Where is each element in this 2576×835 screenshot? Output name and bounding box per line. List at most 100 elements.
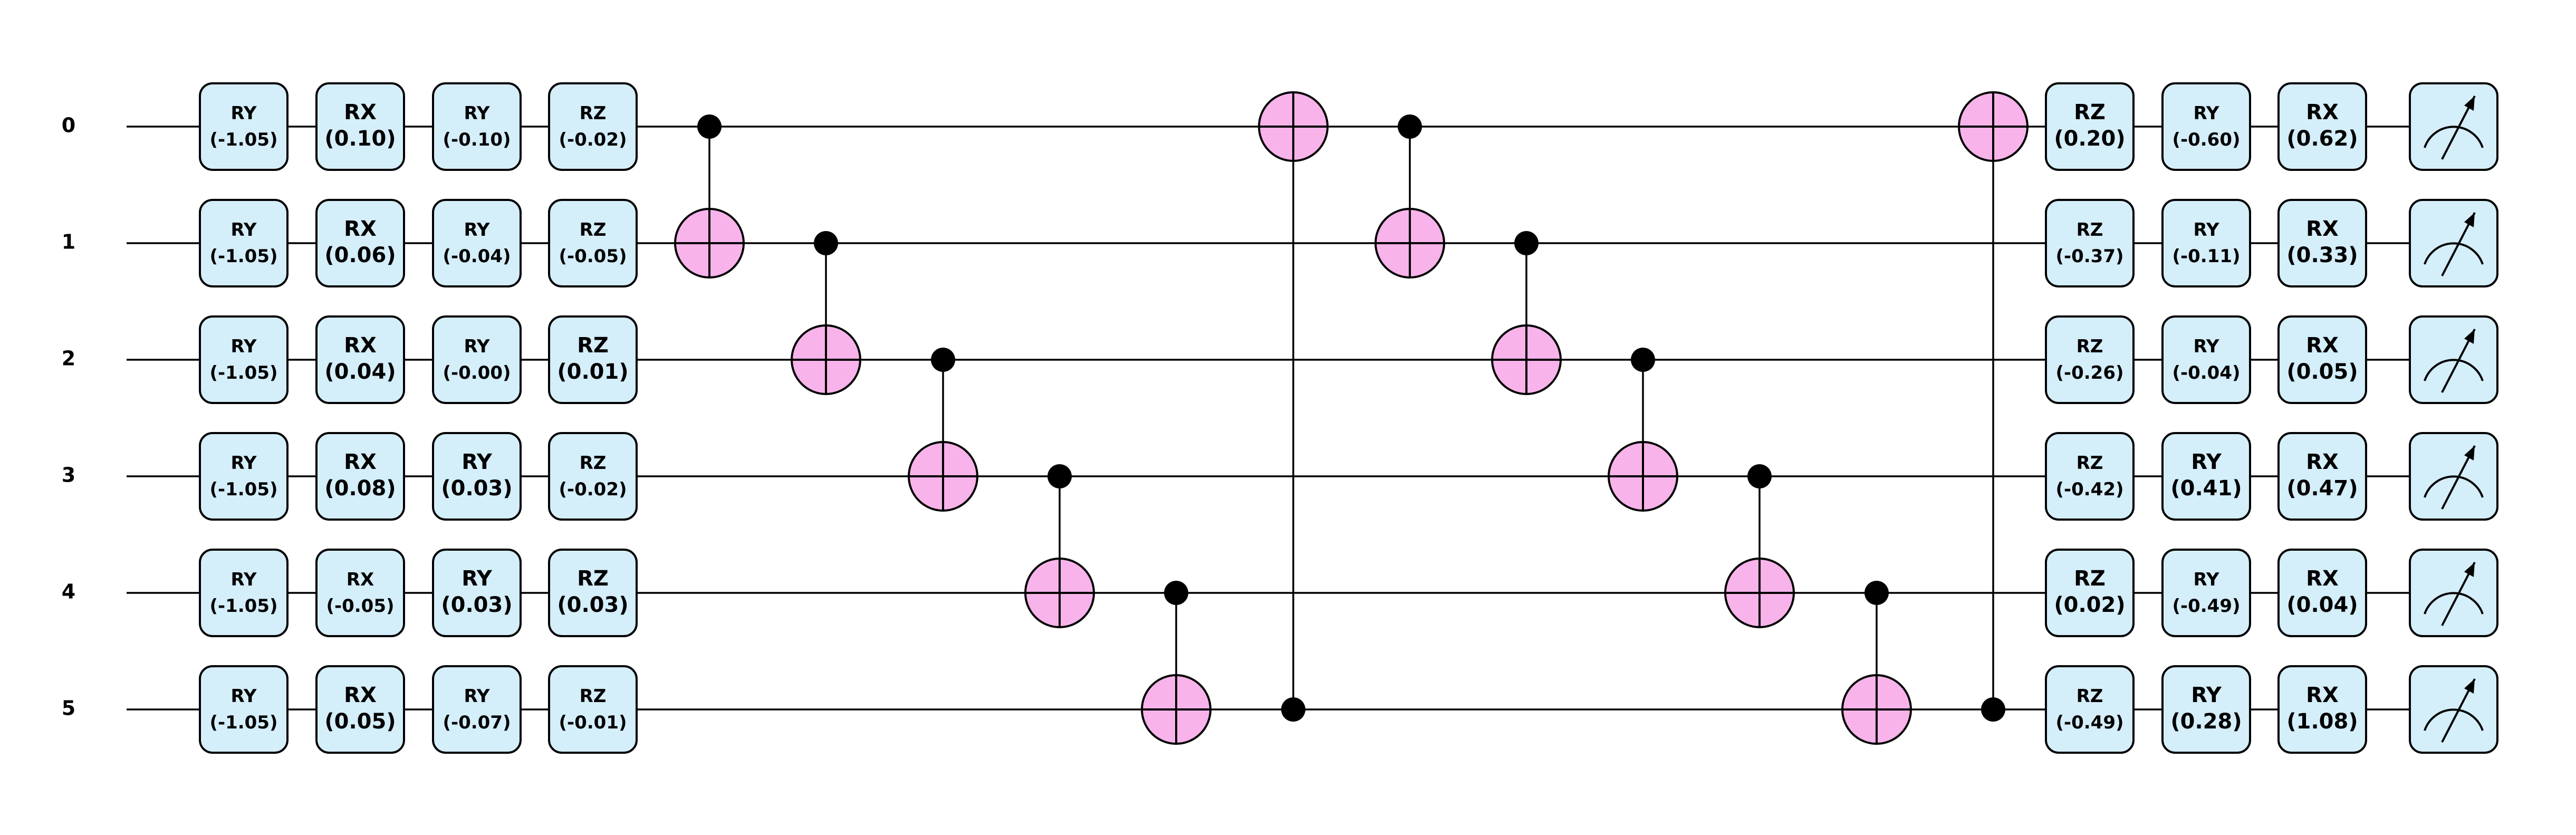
cnot-control-dot: [1864, 581, 1889, 605]
qubit-label: 0: [62, 114, 75, 137]
gate-box: [199, 432, 289, 521]
meter-arc: [2424, 475, 2484, 498]
qubit-label: 4: [62, 580, 75, 603]
gate-box: [432, 315, 522, 404]
gate-box: [2277, 432, 2367, 521]
gate-name: RZ: [2077, 336, 2103, 357]
rotation-gate: RZ(-0.49): [2045, 665, 2135, 754]
rotation-gate: RY(0.28): [2161, 665, 2251, 754]
rotation-gate: RZ(0.20): [2045, 82, 2135, 171]
gate-name: RZ: [2077, 686, 2103, 707]
gate-param: (0.03): [557, 593, 628, 617]
gate-name: RX: [2306, 217, 2339, 241]
rotation-gate: RY(-1.05): [199, 432, 289, 521]
measurement-gates: [2409, 82, 2498, 754]
cnot-control-dot: [931, 348, 955, 372]
qubit-label: 5: [62, 697, 75, 720]
rotation-gate: RZ(-0.01): [548, 665, 638, 754]
gate-param: (0.01): [557, 360, 628, 384]
gate-param: (-0.02): [559, 129, 627, 150]
cnot-control-dot: [1514, 231, 1539, 255]
gate-name: RX: [344, 100, 377, 124]
gate-box: [2045, 315, 2135, 404]
rotation-gate: RZ(-0.02): [548, 82, 638, 171]
gate-param: (0.04): [324, 360, 396, 384]
gate-box: [548, 432, 638, 521]
cnot-gate: [908, 348, 978, 512]
gate-param: (-1.05): [209, 129, 277, 150]
gate-box: [2045, 665, 2135, 754]
gate-name: RY: [464, 336, 490, 357]
rotation-gate: RY(0.41): [2161, 432, 2251, 521]
gate-box: [548, 665, 638, 754]
gate-name: RX: [2306, 100, 2339, 124]
rotation-gate: RY(-0.04): [432, 199, 522, 287]
gate-box: [315, 665, 405, 754]
gate-param: (-0.37): [2055, 246, 2123, 267]
gate-name: RY: [2194, 336, 2219, 357]
rotation-gate: RZ(-0.42): [2045, 432, 2135, 521]
gate-param: (0.02): [2054, 593, 2125, 617]
gate-box: [2161, 665, 2251, 754]
gate-name: RY: [231, 219, 257, 241]
gate-name: RX: [344, 217, 377, 241]
gate-box: [315, 315, 405, 404]
cnot-control-dot: [1281, 697, 1305, 722]
gate-name: RZ: [577, 333, 609, 358]
gate-name: RZ: [580, 453, 607, 474]
gate-name: RY: [231, 686, 257, 707]
gate-param: (0.62): [2286, 127, 2358, 151]
gate-box: [2045, 549, 2135, 637]
rotation-gate: RY(-1.05): [199, 199, 289, 287]
gate-param: (-0.02): [559, 479, 627, 500]
gate-param: (-0.60): [2172, 129, 2240, 150]
cnot-control-dot: [697, 114, 722, 139]
gate-param: (0.03): [441, 593, 512, 617]
rotation-gate: RY(-0.60): [2161, 82, 2251, 171]
measurement-icon: [2409, 315, 2498, 404]
meter-arrowhead: [2464, 679, 2475, 694]
meter-arrowhead: [2464, 446, 2475, 460]
gate-name: RY: [231, 103, 257, 124]
cnot-control-dot: [1164, 581, 1188, 605]
rotation-gate: RY(-1.05): [199, 315, 289, 404]
rotation-gate: RZ(-0.37): [2045, 199, 2135, 287]
gate-name: RY: [464, 219, 490, 241]
meter-arc: [2424, 708, 2484, 731]
gate-name: RY: [231, 569, 257, 590]
gate-param: (0.47): [2286, 476, 2358, 501]
cnot-gate: [1841, 581, 1912, 745]
measurement-icon: [2409, 199, 2498, 287]
gate-box: [432, 82, 522, 171]
gate-box: [2045, 432, 2135, 521]
gate-name: RX: [2306, 683, 2339, 707]
cnot-control-dot: [814, 231, 838, 255]
cnot-gate: [791, 231, 861, 395]
rotation-gate: RY(0.03): [432, 432, 522, 521]
rotation-gate: RY(0.03): [432, 549, 522, 637]
gate-param: (0.03): [441, 476, 512, 501]
gate-box: [548, 315, 638, 404]
gate-param: (-1.05): [209, 712, 277, 733]
gate-param: (-0.07): [443, 712, 511, 733]
gate-name: RY: [2194, 569, 2219, 590]
gate-name: RZ: [2074, 100, 2106, 124]
gate-param: (-0.05): [326, 596, 394, 617]
qubit-label: 1: [62, 231, 75, 254]
gate-box: [2161, 199, 2251, 287]
gate-box: [315, 82, 405, 171]
gate-box: [199, 82, 289, 171]
cnot-gates: [674, 91, 2029, 745]
gate-name: RZ: [580, 219, 607, 241]
gate-name: RX: [2306, 450, 2339, 474]
gate-box: [315, 432, 405, 521]
measurement-icon: [2409, 432, 2498, 521]
gate-name: RY: [464, 686, 490, 707]
rotation-gate: RX(0.05): [315, 665, 405, 754]
gate-param: (-0.26): [2055, 362, 2123, 383]
gate-box: [2161, 315, 2251, 404]
rotation-gate: RY(-0.00): [432, 315, 522, 404]
rotation-gate: RX(-0.05): [315, 549, 405, 637]
gate-param: (0.05): [324, 709, 396, 734]
